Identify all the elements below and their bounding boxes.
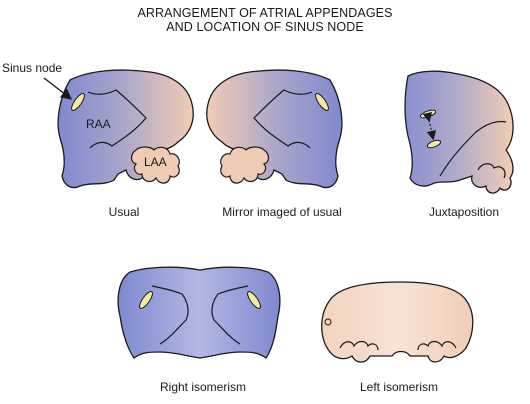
right-isomerism-sinus-node-right <box>247 291 261 309</box>
right-isomerism-sinus-node-left <box>139 291 153 309</box>
right-isomerism-left-appendage <box>151 285 189 345</box>
usual-heart: RAA LAA <box>57 69 194 189</box>
juxtaposition-laa-scallop <box>477 163 506 179</box>
sinus-node-label: Sinus node <box>2 61 62 75</box>
caption-left-isomerism: Left isomerism <box>359 380 439 394</box>
caption-mirror: Mirror imaged of usual <box>222 205 342 219</box>
juxtaposition-heart <box>404 70 514 194</box>
title-line-2: AND LOCATION OF SINUS NODE <box>166 20 364 34</box>
diagram-title: ARRANGEMENT OF ATRIAL APPENDAGES AND LOC… <box>0 6 530 34</box>
usual-laa-label: LAA <box>144 155 167 169</box>
usual-raa-label: RAA <box>86 117 111 131</box>
right-isomerism-outline <box>117 266 281 359</box>
right-isomerism-right-appendage <box>211 285 249 345</box>
mirror-laa-appendage <box>220 146 270 184</box>
title-line-1: ARRANGEMENT OF ATRIAL APPENDAGES <box>137 6 393 20</box>
mirror-raa-boundary <box>253 89 313 149</box>
juxtaposition-sinus-node-lower <box>426 139 442 149</box>
usual-laa-appendage <box>130 146 180 184</box>
left-isomerism-left-scallops <box>339 340 379 351</box>
right-isomerism-heart <box>117 266 281 359</box>
caption-right-isomerism: Right isomerism <box>159 380 246 394</box>
left-isomerism-small-circle <box>324 318 332 326</box>
mirror-sinus-node <box>315 93 329 111</box>
left-isomerism-right-scallops <box>417 340 457 351</box>
usual-atria-outline <box>57 69 194 189</box>
caption-usual: Usual <box>108 205 140 219</box>
caption-juxtaposition: Juxtaposition <box>428 205 500 219</box>
usual-raa-boundary <box>87 89 147 149</box>
usual-sinus-node <box>71 93 85 111</box>
mirror-atria-outline <box>206 69 343 189</box>
juxtaposition-dotted-arrow <box>422 111 437 141</box>
juxtaposition-atria-outline <box>404 70 514 194</box>
left-isomerism-heart: ? <box>321 279 474 363</box>
mirror-heart <box>206 69 343 189</box>
sinus-node-arrow <box>43 77 73 100</box>
left-isomerism-outline <box>321 281 474 363</box>
juxtaposition-appendage-boundary <box>439 120 507 177</box>
